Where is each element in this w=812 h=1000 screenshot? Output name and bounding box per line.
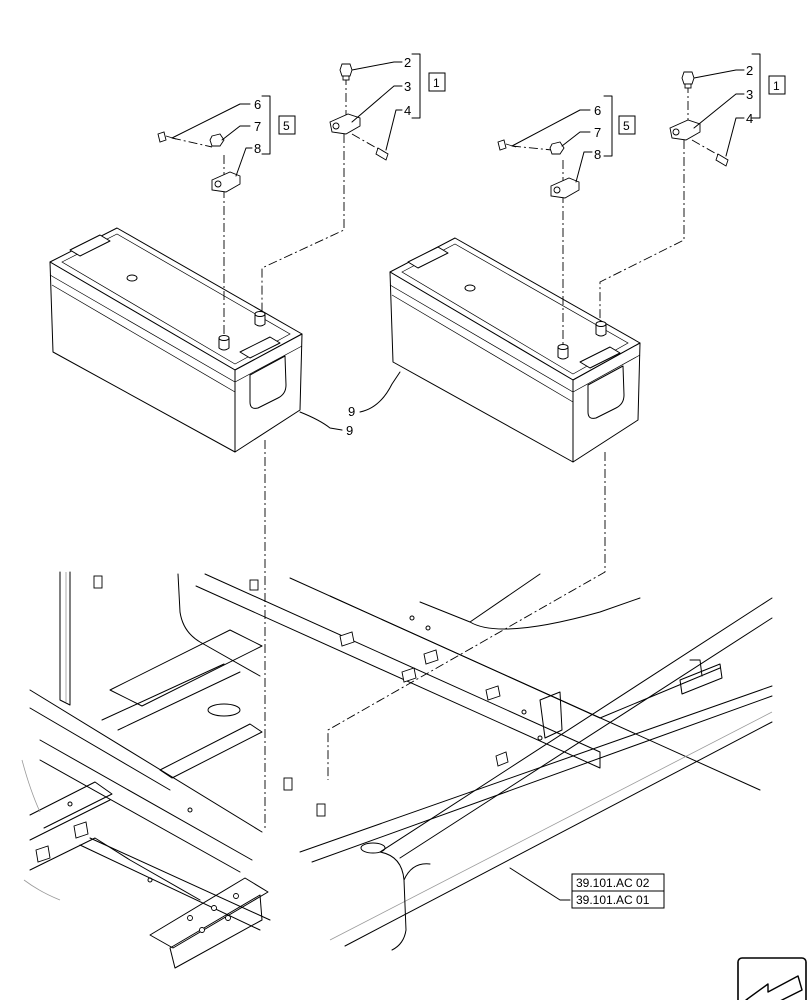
battery-left bbox=[49, 227, 303, 453]
callouts-right: 2 3 4 6 7 8 1 5 bbox=[594, 63, 786, 162]
callout-7: 7 bbox=[594, 125, 601, 140]
ref-box-1 bbox=[768, 75, 786, 95]
hardware-left bbox=[157, 63, 389, 193]
ref-box-5 bbox=[278, 115, 296, 135]
reference-2-label[interactable]: 39.101.AC 01 bbox=[576, 893, 650, 907]
reference-links[interactable]: 39.101.AC 02 39.101.AC 01 bbox=[571, 873, 665, 909]
reference-box-2[interactable] bbox=[571, 890, 665, 909]
callouts-left: 2 3 4 6 7 8 1 5 bbox=[254, 55, 446, 156]
callout-2: 2 bbox=[404, 55, 411, 70]
ref-box-5-label: 5 bbox=[623, 119, 630, 133]
callout-7: 7 bbox=[254, 119, 261, 134]
callout-6: 6 bbox=[594, 103, 601, 118]
callout-3: 3 bbox=[746, 87, 753, 102]
ref-box-5-label: 5 bbox=[283, 119, 290, 133]
ref-box-1 bbox=[428, 72, 446, 92]
callout-8: 8 bbox=[594, 147, 601, 162]
callout-8: 8 bbox=[254, 141, 261, 156]
callout-9-right: 9 bbox=[348, 404, 355, 419]
chassis-frame bbox=[21, 571, 773, 969]
callout-9-left: 9 bbox=[346, 423, 353, 438]
ref-box-1-label: 1 bbox=[773, 79, 780, 93]
callout-2: 2 bbox=[746, 63, 753, 78]
hardware-right bbox=[497, 71, 729, 199]
ref-box-1-label: 1 bbox=[433, 76, 440, 90]
callout-4: 4 bbox=[404, 103, 411, 118]
assembly-lines bbox=[171, 76, 721, 828]
battery-right bbox=[389, 237, 641, 463]
reference-1-label[interactable]: 39.101.AC 02 bbox=[576, 876, 650, 890]
callout-6: 6 bbox=[254, 97, 261, 112]
back-arrow-icon[interactable] bbox=[737, 957, 807, 1000]
ref-box-5 bbox=[618, 115, 636, 135]
callout-4: 4 bbox=[746, 111, 753, 126]
leader-lines bbox=[171, 53, 761, 901]
callout-3: 3 bbox=[404, 79, 411, 94]
